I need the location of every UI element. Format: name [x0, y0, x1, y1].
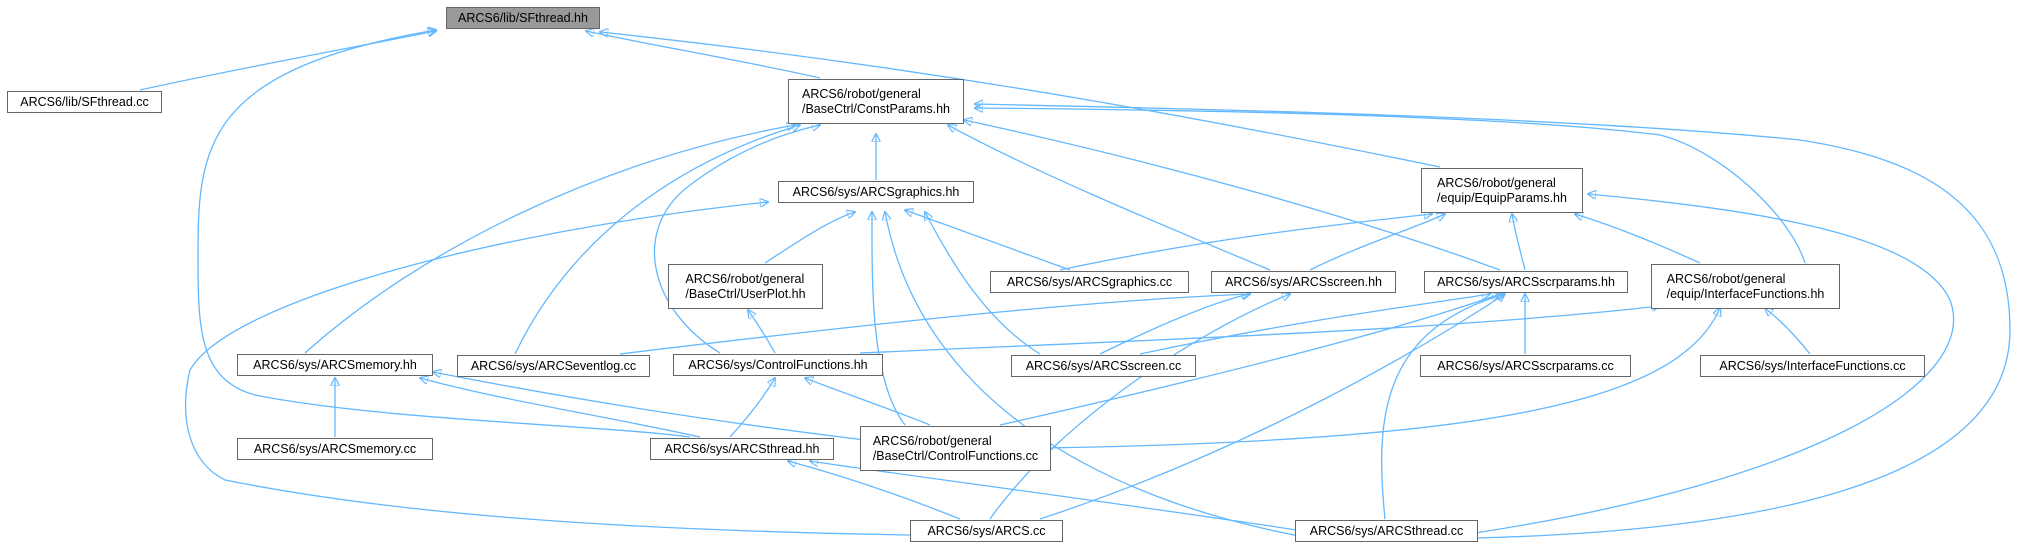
- node-arcsscreen-cc[interactable]: ARCS6/sys/ARCSscreen.cc: [1011, 355, 1196, 377]
- node-label: ARCS6/sys/ControlFunctions.hh: [688, 357, 868, 372]
- edge-arcsscrparams-hh-c: [964, 120, 1501, 271]
- edge-arcsthread-hh: [197, 30, 691, 438]
- edge-arcs-cc-t: [788, 461, 961, 520]
- node-arcsthread-hh[interactable]: ARCS6/sys/ARCSthread.hh: [650, 438, 834, 460]
- edge-arcsmemory-hh-c: [304, 125, 795, 354]
- edge-arcseventlog-cc-c: [514, 125, 800, 355]
- node-label: ARCS6/robot/general /BaseCtrl/ControlFun…: [872, 433, 1039, 463]
- edge-controlfunctions-hh-i: [859, 306, 1660, 354]
- node-arcsthread-cc[interactable]: ARCS6/sys/ARCSthread.cc: [1295, 520, 1478, 542]
- edge-equipparams-hh: [600, 32, 1441, 168]
- edge-arcsthread-cc-t: [810, 461, 1311, 533]
- node-interfacefunctions-cc[interactable]: ARCS6/sys/InterfaceFunctions.cc: [1700, 355, 1925, 377]
- node-arcsscrparams-cc[interactable]: ARCS6/sys/ARCSscrparams.cc: [1420, 355, 1631, 377]
- edge-arcsthread-cc-c: [975, 104, 2011, 539]
- edge-arcsthread-hh-m: [420, 378, 701, 438]
- edge-arcsthread-cc-p: [1381, 294, 1505, 520]
- node-label: ARCS6/sys/ARCSgraphics.hh: [792, 184, 960, 199]
- node-constparams-hh[interactable]: ARCS6/robot/general /BaseCtrl/ConstParam…: [788, 79, 964, 124]
- node-controlfunctions-cc[interactable]: ARCS6/robot/general /BaseCtrl/ControlFun…: [860, 426, 1051, 471]
- node-label: ARCS6/sys/InterfaceFunctions.cc: [1719, 358, 1906, 373]
- node-arcsmemory-cc[interactable]: ARCS6/sys/ARCSmemory.cc: [237, 438, 433, 460]
- edge-controlfunctions-cc-f: [805, 378, 931, 426]
- node-label: ARCS6/sys/ARCSgraphics.cc: [1006, 274, 1173, 289]
- node-label: ARCS6/sys/ARCS.cc: [927, 523, 1046, 538]
- node-label: ARCS6/sys/ARCSscreen.cc: [1025, 358, 1182, 373]
- edge-controlfunctions-cc-i: [1044, 308, 1720, 449]
- node-arcsscreen-hh[interactable]: ARCS6/sys/ARCSscreen.hh: [1211, 271, 1396, 293]
- edge-arcsthread-cc-e: [1474, 194, 1955, 534]
- edge-controlfunctions-hh-u: [748, 310, 776, 354]
- edge-arcs-cc-s: [989, 294, 1290, 520]
- edge-arcseventlog-cc-s: [619, 294, 1250, 355]
- edge-arcsgraphics-cc-e: [1059, 214, 1432, 271]
- node-sfthread-cc[interactable]: ARCS6/lib/SFthread.cc: [7, 91, 162, 113]
- edge-controlfunctions-cc-m: [433, 372, 866, 441]
- edge-arcs-cc-p: [1039, 294, 1505, 520]
- node-equipparams-hh[interactable]: ARCS6/robot/general /equip/EquipParams.h…: [1421, 168, 1583, 213]
- node-label: ARCS6/sys/ARCSmemory.cc: [253, 441, 417, 456]
- node-arcsgraphics-hh[interactable]: ARCS6/sys/ARCSgraphics.hh: [778, 181, 974, 203]
- edge-arcsscreen-hh-c: [948, 125, 1271, 271]
- node-userplot-hh[interactable]: ARCS6/robot/general /BaseCtrl/UserPlot.h…: [668, 264, 823, 309]
- edge-arcs-cc-g: [184, 202, 911, 536]
- node-label: ARCS6/robot/general /BaseCtrl/UserPlot.h…: [685, 271, 806, 301]
- edge-arcsgraphics-cc-g: [905, 210, 1071, 271]
- node-interfacefunctions-hh[interactable]: ARCS6/robot/general /equip/InterfaceFunc…: [1651, 264, 1840, 309]
- node-label: ARCS6/lib/SFthread.hh: [458, 10, 588, 25]
- edge-userplot-hh-g: [764, 212, 855, 264]
- node-label: ARCS6/sys/ARCSthread.hh: [664, 441, 820, 456]
- edge-constparams-hh: [586, 31, 821, 79]
- node-label: ARCS6/robot/general /BaseCtrl/ConstParam…: [802, 86, 950, 116]
- edge-arcsscrparams-hh-e: [1512, 214, 1526, 271]
- edge-interfacefunctions-hh-c: [975, 108, 1806, 264]
- edge-sfthread-cc: [139, 31, 436, 91]
- node-label: ARCS6/robot/general /equip/EquipParams.h…: [1437, 175, 1567, 205]
- node-sfthread-hh[interactable]: ARCS6/lib/SFthread.hh: [446, 7, 600, 29]
- node-arcs-cc[interactable]: ARCS6/sys/ARCS.cc: [910, 520, 1063, 542]
- node-label: ARCS6/sys/ARCSmemory.hh: [253, 357, 417, 372]
- node-arcsgraphics-cc[interactable]: ARCS6/sys/ARCSgraphics.cc: [990, 271, 1189, 293]
- edge-controlfunctions-hh-c: [654, 125, 820, 354]
- edge-controlfunctions-cc-p: [999, 294, 1500, 426]
- edge-arcsscreen-cc-p: [1139, 294, 1490, 355]
- node-arcsmemory-hh[interactable]: ARCS6/sys/ARCSmemory.hh: [237, 354, 433, 376]
- edge-controlfunctions-cc-g: [872, 212, 906, 426]
- node-label: ARCS6/sys/ARCSthread.cc: [1309, 523, 1464, 538]
- node-label: ARCS6/robot/general /equip/InterfaceFunc…: [1666, 271, 1825, 301]
- edge-arcsthread-hh-f: [729, 378, 775, 438]
- node-controlfunctions-hh[interactable]: ARCS6/sys/ControlFunctions.hh: [673, 354, 883, 376]
- node-label: ARCS6/lib/SFthread.cc: [20, 94, 149, 109]
- edge-arcsscreen-cc-s: [1099, 294, 1250, 355]
- node-label: ARCS6/sys/ARCSscrparams.hh: [1437, 274, 1615, 289]
- node-arcseventlog-cc[interactable]: ARCS6/sys/ARCSeventlog.cc: [457, 355, 650, 377]
- node-label: ARCS6/sys/ARCSscreen.hh: [1224, 274, 1382, 289]
- edge-arcsscreen-cc-g: [925, 212, 1041, 355]
- node-label: ARCS6/sys/ARCSscrparams.cc: [1437, 358, 1614, 373]
- edge-arcsscreen-hh-e: [1309, 214, 1445, 271]
- node-arcsscrparams-hh[interactable]: ARCS6/sys/ARCSscrparams.hh: [1424, 271, 1628, 293]
- edge-interfacefunctions-cc-i: [1765, 308, 1811, 355]
- node-label: ARCS6/sys/ARCSeventlog.cc: [470, 358, 637, 373]
- edge-interfacefunctions-hh-e: [1575, 214, 1701, 264]
